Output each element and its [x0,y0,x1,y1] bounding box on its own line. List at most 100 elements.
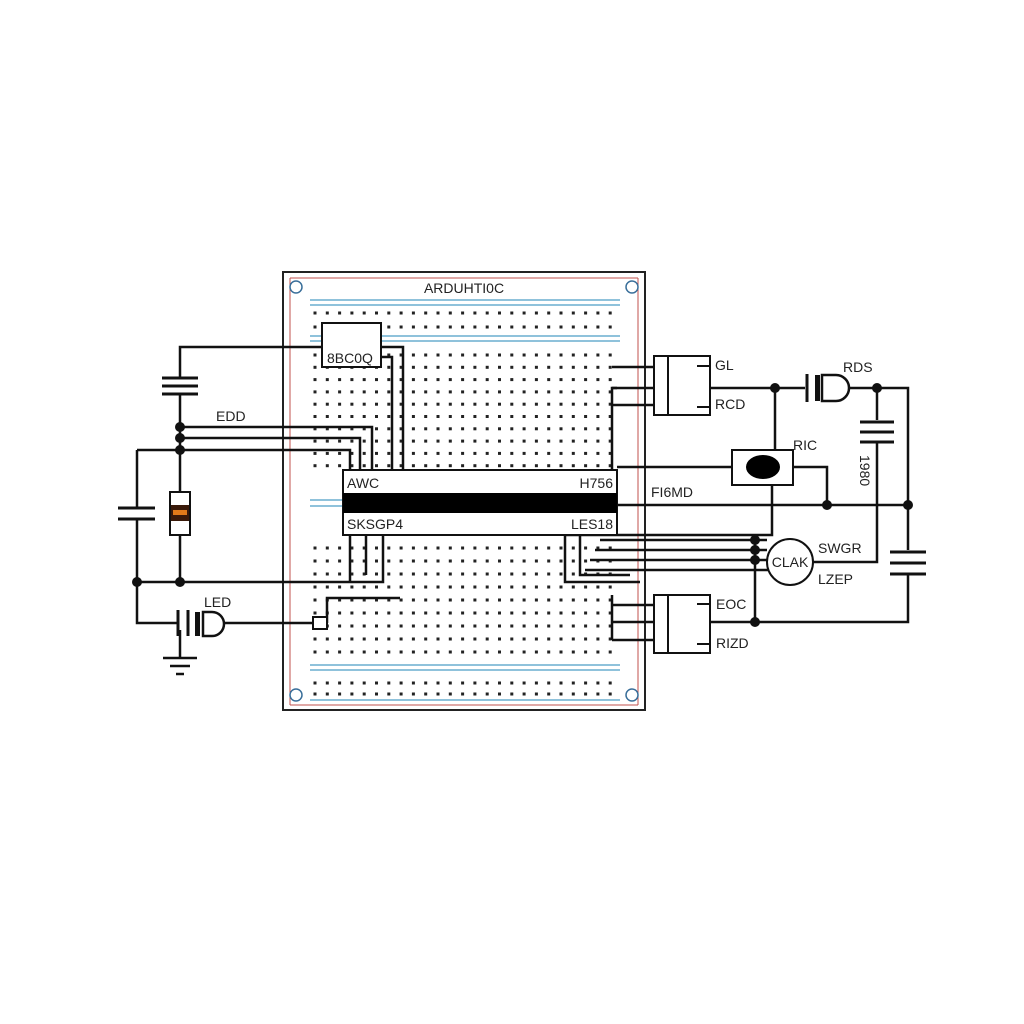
breadboard-hole [411,559,415,563]
breadboard-hole [399,402,403,406]
breadboard-hole [436,311,440,315]
breadboard-hole [424,637,428,641]
breadboard-hole [338,439,342,443]
breadboard-hole [338,637,342,641]
breadboard-hole [571,439,575,443]
breadboard-hole [498,402,501,406]
breadboard-hole [473,624,477,628]
breadboard-hole [350,624,354,628]
breadboard-hole [547,559,551,563]
breadboard-hole [473,353,477,357]
breadboard-hole [522,585,526,589]
breadboard-hole [313,572,317,576]
label-gl: GL [715,357,734,373]
mount-hole [625,280,639,294]
breadboard-hole [399,365,403,369]
breadboard-hole [584,390,588,394]
breadboard-hole [399,546,403,550]
breadboard-hole [436,598,440,602]
breadboard-hole [510,624,514,628]
breadboard-hole [534,559,538,563]
breadboard-hole [534,692,538,696]
breadboard-hole [547,378,551,382]
breadboard-hole [596,378,600,382]
breadboard-hole [559,624,563,628]
breadboard-hole [596,585,600,589]
breadboard-hole [399,611,403,615]
breadboard-hole [387,311,391,315]
breadboard-hole [375,311,378,315]
breadboard-hole [461,311,465,315]
breadboard-hole [510,439,514,443]
breadboard-hole [522,624,526,628]
breadboard-hole [350,451,354,455]
breadboard-hole [547,624,551,628]
breadboard-hole [510,598,514,602]
breadboard-hole [325,311,329,315]
breadboard-hole [584,637,588,641]
breadboard-hole [436,692,440,696]
breadboard-hole [584,415,588,418]
breadboard-hole [325,692,329,696]
breadboard-hole [325,546,329,550]
breadboard-hole [424,692,428,696]
breadboard-hole [485,378,489,382]
breadboard-hole [387,378,391,382]
breadboard-hole [448,598,452,602]
breadboard-hole [362,624,366,628]
breadboard-hole [461,692,465,696]
breadboard-hole [313,427,317,431]
module-label: 8BC0Q [327,350,373,366]
breadboard-hole [485,681,489,685]
breadboard-hole [571,325,575,329]
breadboard-hole [313,353,317,357]
breadboard-hole [375,598,378,602]
resistor [169,491,191,536]
breadboard-hole [596,325,600,329]
breadboard-hole [411,611,415,615]
breadboard-hole [608,624,612,628]
breadboard-hole [584,611,588,615]
breadboard-hole [399,311,403,315]
breadboard-hole [461,402,465,406]
chip-label-top-right: H756 [580,475,614,491]
breadboard-hole [411,681,415,685]
breadboard-hole [498,415,501,418]
capacitor-right-inner [860,420,894,444]
breadboard-hole [534,311,538,315]
breadboard-hole [362,692,366,696]
breadboard-hole [325,451,329,455]
label-fi6md: FI6MD [651,484,693,500]
breadboard-hole [534,365,538,369]
breadboard-hole [375,585,378,589]
breadboard-hole [448,378,452,382]
breadboard-hole [473,390,477,394]
breadboard-hole [362,681,366,685]
breadboard-hole [608,451,612,455]
breadboard-hole [313,390,317,394]
breadboard-hole [522,378,526,382]
breadboard-hole [498,650,501,654]
breadboard-hole [559,390,563,394]
breadboard-hole [338,451,342,455]
breadboard-hole [510,681,514,685]
breadboard-hole [473,681,477,685]
board-title: ARDUHTI0C [424,280,504,296]
breadboard-hole [608,402,612,406]
breadboard-hole [522,681,526,685]
breadboard-hole [534,637,538,641]
breadboard-hole [375,390,378,394]
breadboard-hole [436,390,440,394]
breadboard-hole [547,464,551,468]
breadboard-hole [596,637,600,641]
breadboard-hole [608,585,612,589]
breadboard-hole [571,464,575,468]
breadboard-hole [522,365,526,369]
breadboard-hole [559,650,563,654]
breadboard-hole [399,464,403,468]
breadboard-hole [596,415,600,418]
breadboard-hole [362,390,366,394]
breadboard-hole [313,598,317,602]
breadboard-hole [547,572,551,576]
breadboard-hole [436,415,440,418]
